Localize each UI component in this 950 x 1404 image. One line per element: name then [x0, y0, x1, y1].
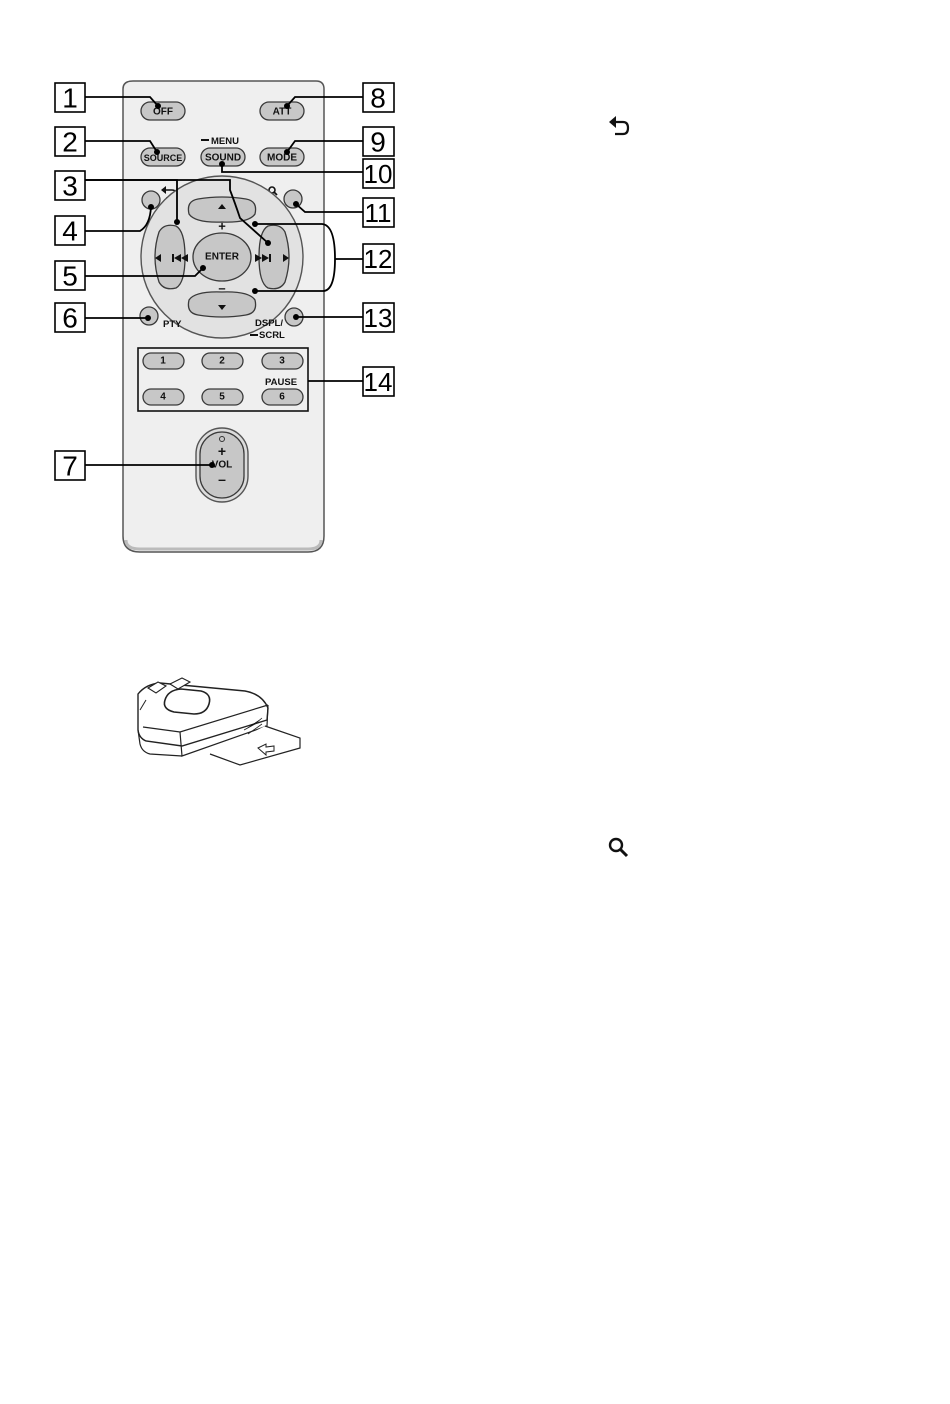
svg-text:+: + [218, 219, 226, 234]
callout-13: 13 [363, 303, 394, 333]
svg-text:+: + [218, 443, 226, 459]
svg-text:8: 8 [370, 83, 386, 114]
preset-3-button[interactable]: 3 [262, 353, 303, 369]
search-button[interactable] [284, 190, 302, 208]
callout-14: 14 [363, 367, 394, 397]
att-button[interactable]: ATT [260, 102, 304, 120]
callout-10: 10 [363, 159, 394, 189]
callout-1: 1 [55, 83, 85, 114]
callout-2: 2 [55, 127, 85, 158]
svg-text:–: – [218, 471, 226, 487]
callout-3: 3 [55, 171, 85, 202]
svg-text:11: 11 [365, 198, 392, 228]
callout-11: 11 [363, 198, 394, 228]
dspl-label: DSPL/ [255, 318, 283, 329]
svg-text:SOURCE: SOURCE [144, 153, 183, 163]
callout-8: 8 [363, 83, 394, 114]
svg-text:1: 1 [160, 356, 166, 367]
svg-text:6: 6 [279, 392, 285, 403]
callout-12: 12 [363, 244, 394, 274]
preset-5-button[interactable]: 5 [202, 389, 243, 405]
callout-4: 4 [55, 216, 85, 247]
svg-text:2: 2 [62, 127, 78, 158]
svg-text:4: 4 [160, 392, 166, 403]
svg-text:5: 5 [219, 392, 225, 403]
svg-text:14: 14 [364, 367, 393, 397]
preset-6-button[interactable]: 6 [262, 389, 303, 405]
svg-text:6: 6 [62, 303, 78, 334]
svg-text:10: 10 [364, 159, 393, 189]
callout-6: 6 [55, 303, 85, 334]
source-button[interactable]: SOURCE [141, 148, 185, 166]
preset-4-button[interactable]: 4 [143, 389, 184, 405]
off-button[interactable]: OFF [141, 102, 185, 120]
callout-9: 9 [363, 127, 394, 158]
svg-text:7: 7 [62, 451, 78, 482]
svg-text:4: 4 [62, 216, 78, 247]
callout-5: 5 [55, 261, 85, 292]
preset-2-button[interactable]: 2 [202, 353, 243, 369]
svg-text:MODE: MODE [267, 153, 297, 164]
svg-text:ENTER: ENTER [205, 252, 240, 263]
svg-text:3: 3 [279, 356, 285, 367]
mode-button[interactable]: MODE [260, 148, 304, 166]
svg-text:2: 2 [219, 356, 225, 367]
svg-text:1: 1 [62, 83, 78, 114]
enter-button[interactable]: ENTER [193, 233, 251, 281]
svg-text:3: 3 [62, 171, 78, 202]
svg-text:MENU: MENU [211, 136, 239, 147]
scrl-label: SCRL [259, 330, 285, 341]
back-arrow-icon [609, 116, 628, 134]
svg-text:9: 9 [370, 127, 386, 158]
preset-1-button[interactable]: 1 [143, 353, 184, 369]
svg-text:12: 12 [364, 244, 393, 274]
remote-battery-illustration [138, 678, 300, 765]
svg-text:13: 13 [364, 303, 393, 333]
callout-7: 7 [55, 451, 85, 482]
search-icon [610, 839, 627, 856]
svg-text:5: 5 [62, 261, 78, 292]
pause-label: PAUSE [265, 377, 297, 388]
pty-label: PTY [163, 319, 182, 330]
svg-text:–: – [218, 281, 225, 296]
